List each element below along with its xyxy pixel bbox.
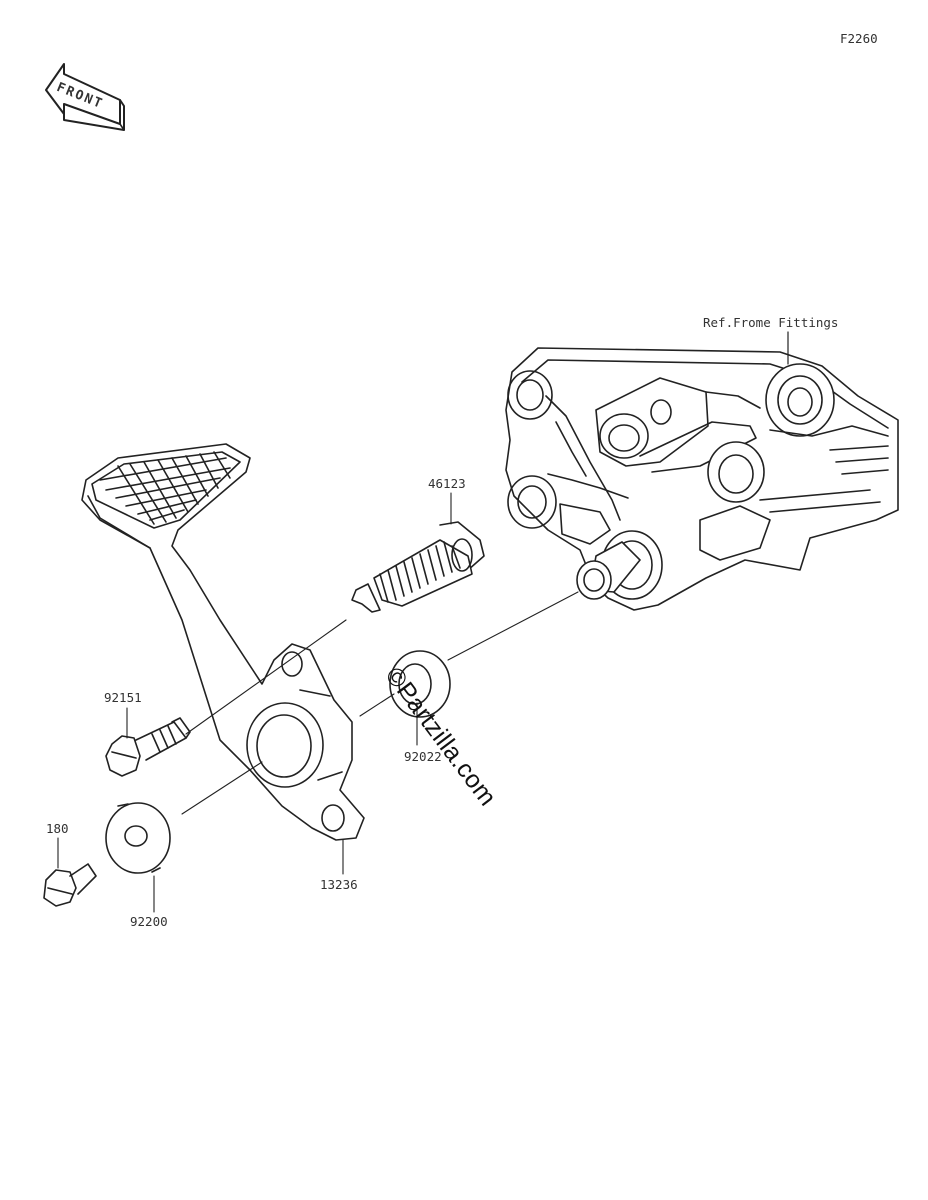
- front-arrow-icon: [45, 63, 125, 131]
- part-label-180[interactable]: 180: [46, 821, 69, 836]
- bolt-180: [43, 863, 97, 907]
- assembly-lines: [181, 591, 579, 815]
- label-leaders: [57, 492, 452, 913]
- reference-label: Ref.Frome Fittings: [703, 315, 839, 330]
- washer-92200: [105, 802, 171, 874]
- frame-fitting-bracket: [505, 347, 899, 611]
- return-spring: [351, 521, 485, 613]
- washer-92022: [389, 650, 451, 718]
- brake-pedal: [81, 443, 365, 841]
- part-label-92151[interactable]: 92151: [104, 690, 142, 705]
- part-label-92200[interactable]: 92200: [130, 914, 168, 929]
- part-label-13236[interactable]: 13236: [320, 877, 358, 892]
- bolt-92151: [105, 717, 191, 777]
- diagram-code: F2260: [840, 31, 878, 46]
- part-label-92022[interactable]: 92022: [404, 749, 442, 764]
- part-label-46123[interactable]: 46123: [428, 476, 466, 491]
